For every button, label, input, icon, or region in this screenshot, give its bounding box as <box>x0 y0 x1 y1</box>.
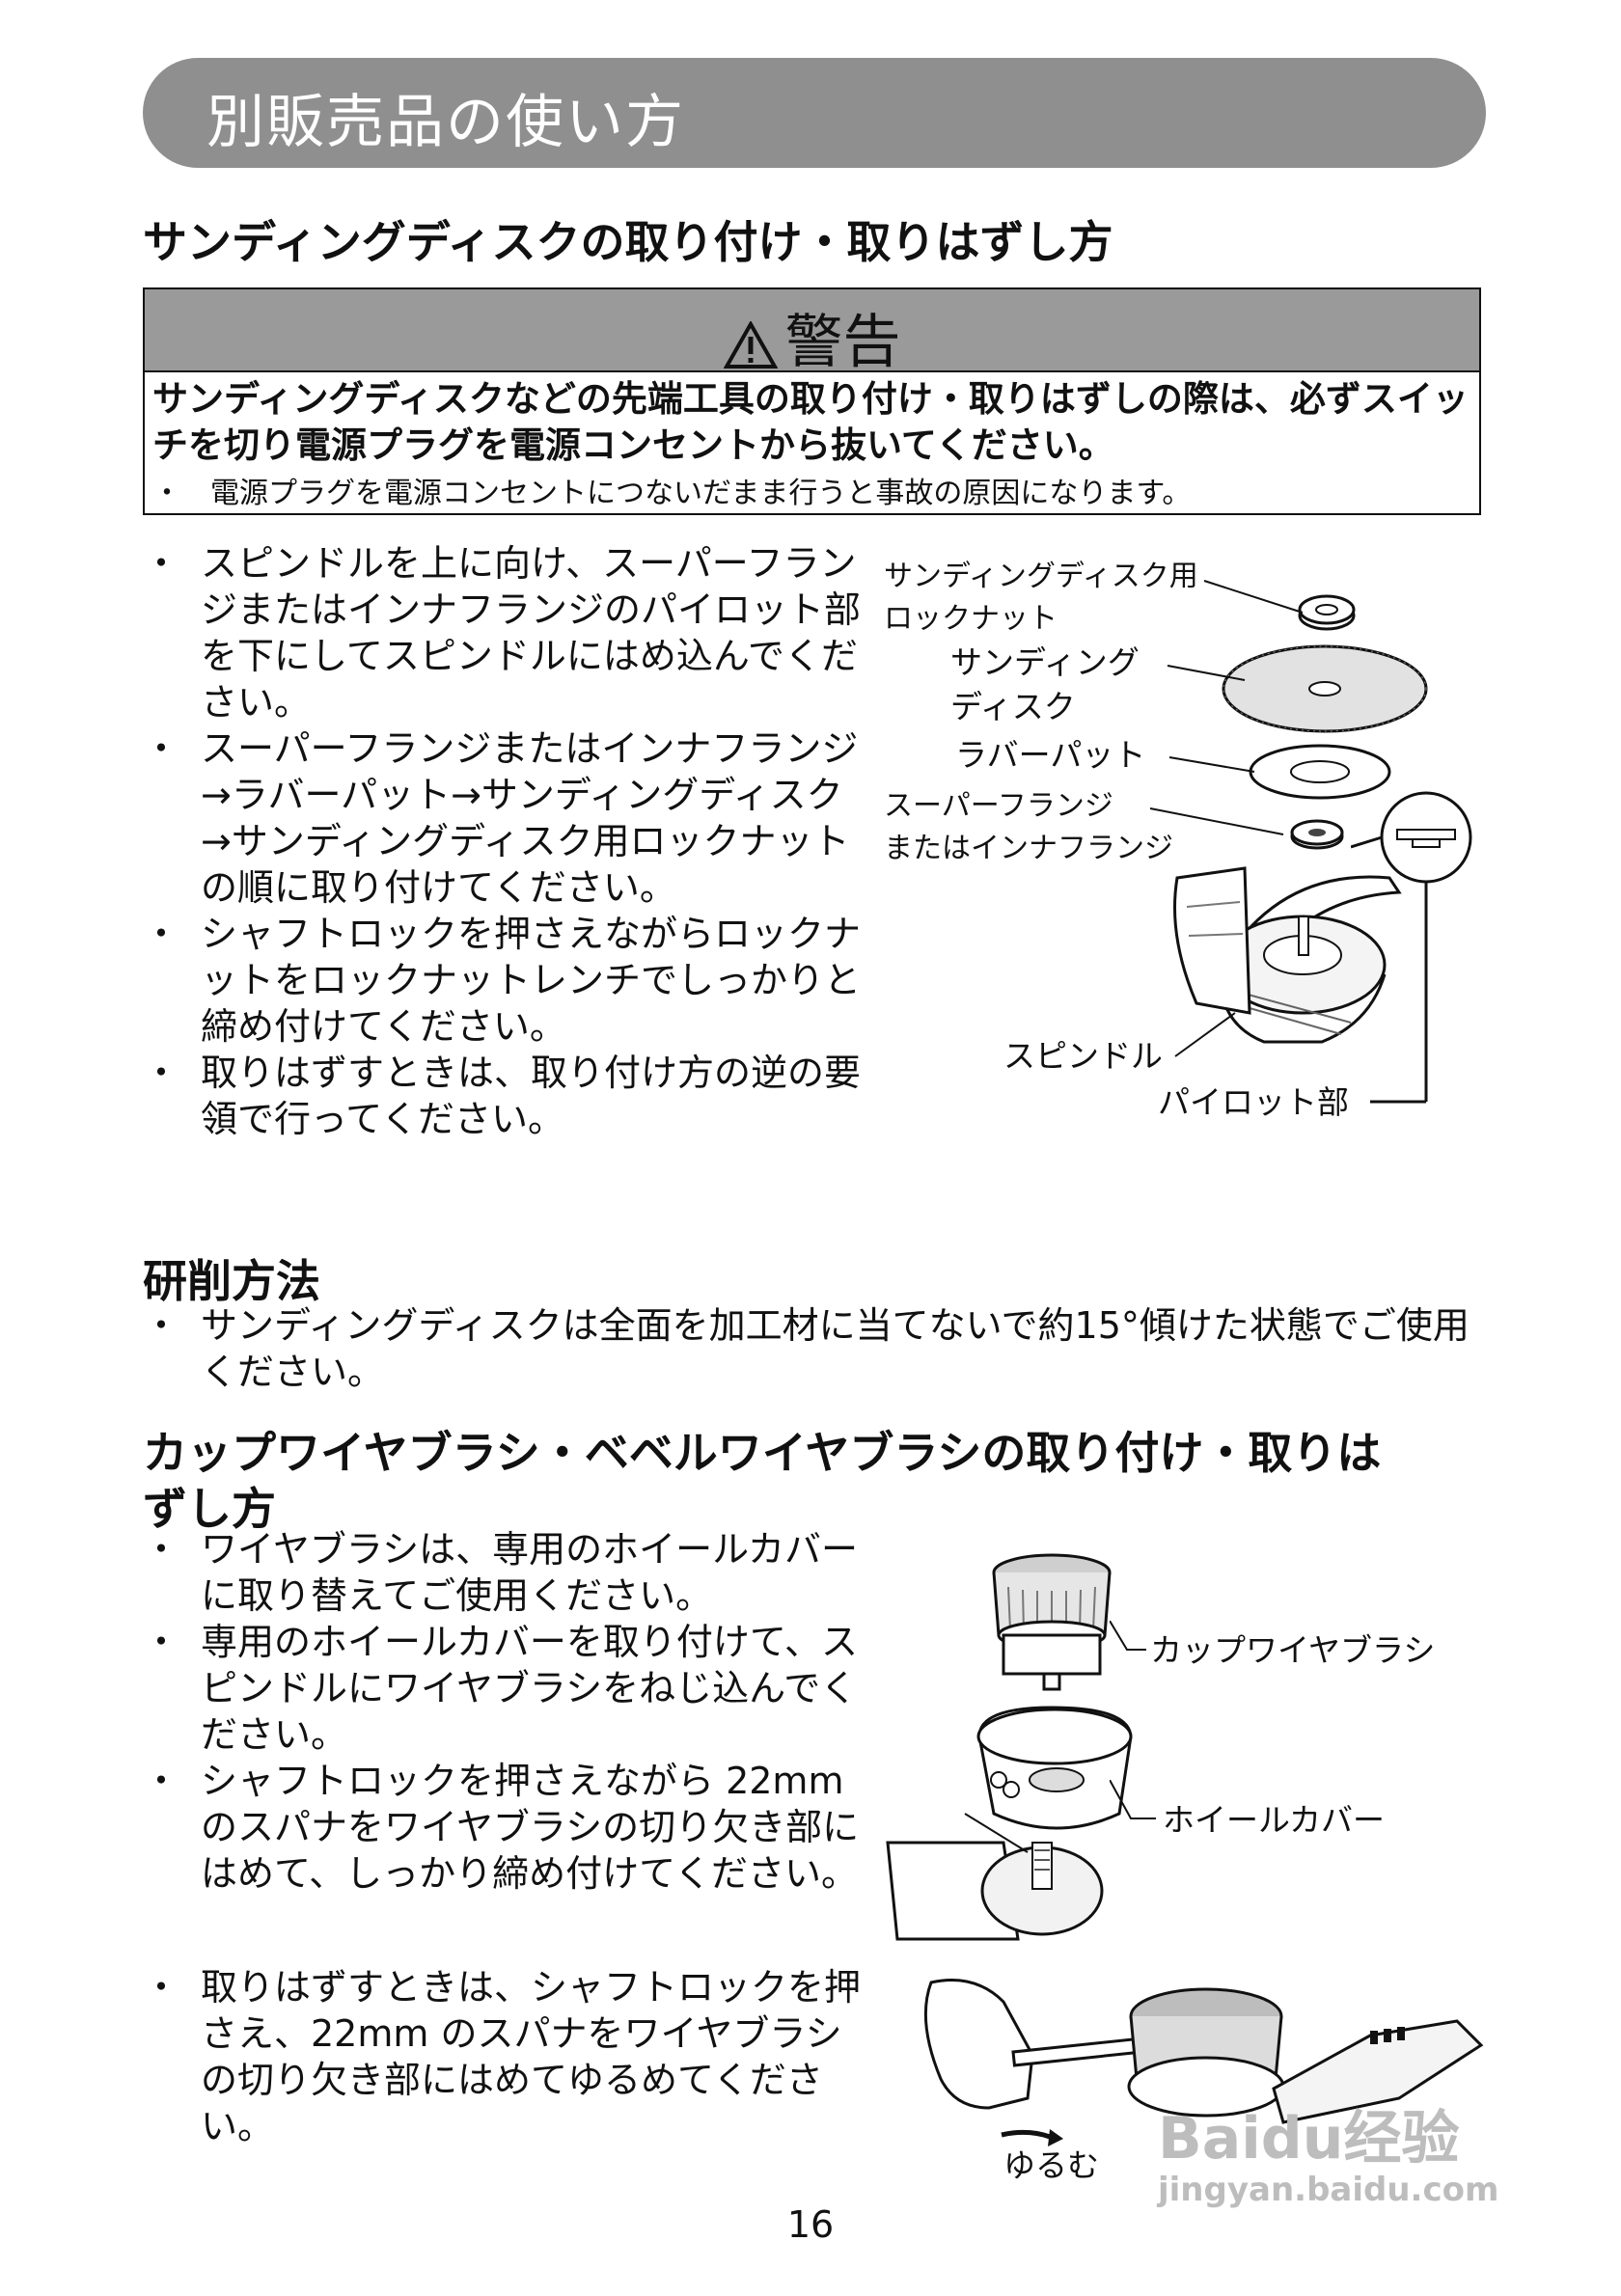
section-heading-wirebrush-line1: カップワイヤブラシ・ベベルワイヤブラシの取り付け・取りは <box>143 1427 1382 1479</box>
watermark-url: jingyan.baidu.com <box>1158 2171 1499 2209</box>
list-item: 専用のホイールカバーを取り付けて、スピンドルにワイヤブラシをねじ込んでください。 <box>143 1619 862 1758</box>
label-disc-line2: ディスク <box>950 688 1076 725</box>
section-heading-sanding: サンディングディスクの取り付け・取りはずし方 <box>143 216 1113 268</box>
grinder-body-icon <box>1173 866 1251 1015</box>
warning-title-row: 警告 <box>145 295 1479 379</box>
wheel-cover-leader <box>1110 1780 1156 1819</box>
spanner-loosen-illustration <box>923 1979 1484 2146</box>
label-wheel-cover: ホイールカバー <box>1163 1801 1386 1839</box>
label-rubber-pad: ラバーパット <box>955 736 1146 774</box>
section-heading-grinding: 研削方法 <box>143 1255 320 1307</box>
warning-header: 警告 <box>145 289 1479 376</box>
list-item: スーパーフランジまたはインナフランジ→ラバーパット→サンディングディスク→サンデ… <box>143 725 862 911</box>
list-item: ワイヤブラシは、専用のホイールカバーに取り替えてご使用ください。 <box>143 1526 862 1619</box>
label-flange-line2: またはインナフランジ <box>884 832 1173 865</box>
grinding-list: サンディングディスクは全面を加工材に当てないで約15°傾けた状態でご使用ください… <box>143 1302 1484 1395</box>
cup-brush-leader <box>1110 1621 1146 1651</box>
section-banner: 別販売品の使い方 <box>143 58 1486 168</box>
wirebrush-removal-list: 取りはずすときは、シャフトロックを押さえ、22mm のスパナをワイヤブラシの切り… <box>143 1964 862 2149</box>
cup-wire-brush-illustration <box>992 1553 1112 1691</box>
label-loosen: ゆるむ <box>1003 2146 1099 2184</box>
wheel-cover-grinder-illustration <box>886 1706 1133 1941</box>
label-disc-line1: サンディング <box>950 643 1140 681</box>
page-number: 16 <box>786 2203 835 2246</box>
sanding-assembly-illustration <box>1219 594 1428 1044</box>
list-item: シャフトロックを押さえながらロックナットをロックナットレンチでしっかりと締め付け… <box>143 911 862 1050</box>
wirebrush-steps-list: ワイヤブラシは、専用のホイールカバーに取り替えてご使用ください。 専用のホイール… <box>143 1526 862 1897</box>
banner-title: 別販売品の使い方 <box>206 89 685 156</box>
pilot-detail-circle <box>1351 791 1472 1104</box>
warning-box: 警告 サンディングディスクなどの先端工具の取り付け・取りはずしの際は、必ずスイッ… <box>143 287 1481 515</box>
callout-leader-lines <box>1149 580 1304 1057</box>
list-item: 取りはずすときは、シャフトロックを押さえ、22mm のスパナをワイヤブラシの切り… <box>143 1964 862 2149</box>
warning-title: 警告 <box>784 309 901 376</box>
label-locknut-line2: ロックナット <box>884 602 1058 636</box>
list-item: サンディングディスクは全面を加工材に当てないで約15°傾けた状態でご使用ください… <box>143 1302 1484 1395</box>
watermark-brand: Baidu经验 <box>1158 2105 1460 2173</box>
warning-note: ・ 電源プラグを電源コンセントにつないだまま行うと事故の原因になります。 <box>152 477 1192 510</box>
list-item: シャフトロックを押さえながら 22mm のスパナをワイヤブラシの切り欠き部にはめ… <box>143 1758 862 1897</box>
label-cup-wire-brush: カップワイヤブラシ <box>1150 1631 1436 1669</box>
label-locknut-line1: サンディングディスク用 <box>884 560 1198 593</box>
label-spindle: スピンドル <box>1003 1037 1163 1075</box>
sanding-steps-list: スピンドルを上に向け、スーパーフランジまたはインナフランジのパイロット部を下にし… <box>143 540 862 1142</box>
label-pilot: パイロット部 <box>1158 1083 1349 1121</box>
warning-triangle-icon <box>723 320 778 369</box>
list-item: 取りはずすときは、取り付け方の逆の要領で行ってください。 <box>143 1050 862 1142</box>
warning-text: サンディングディスクなどの先端工具の取り付け・取りはずしの際は、必ずスイッチを切… <box>152 378 1469 466</box>
label-flange-line1: スーパーフランジ <box>884 789 1113 823</box>
list-item: スピンドルを上に向け、スーパーフランジまたはインナフランジのパイロット部を下にし… <box>143 540 862 725</box>
